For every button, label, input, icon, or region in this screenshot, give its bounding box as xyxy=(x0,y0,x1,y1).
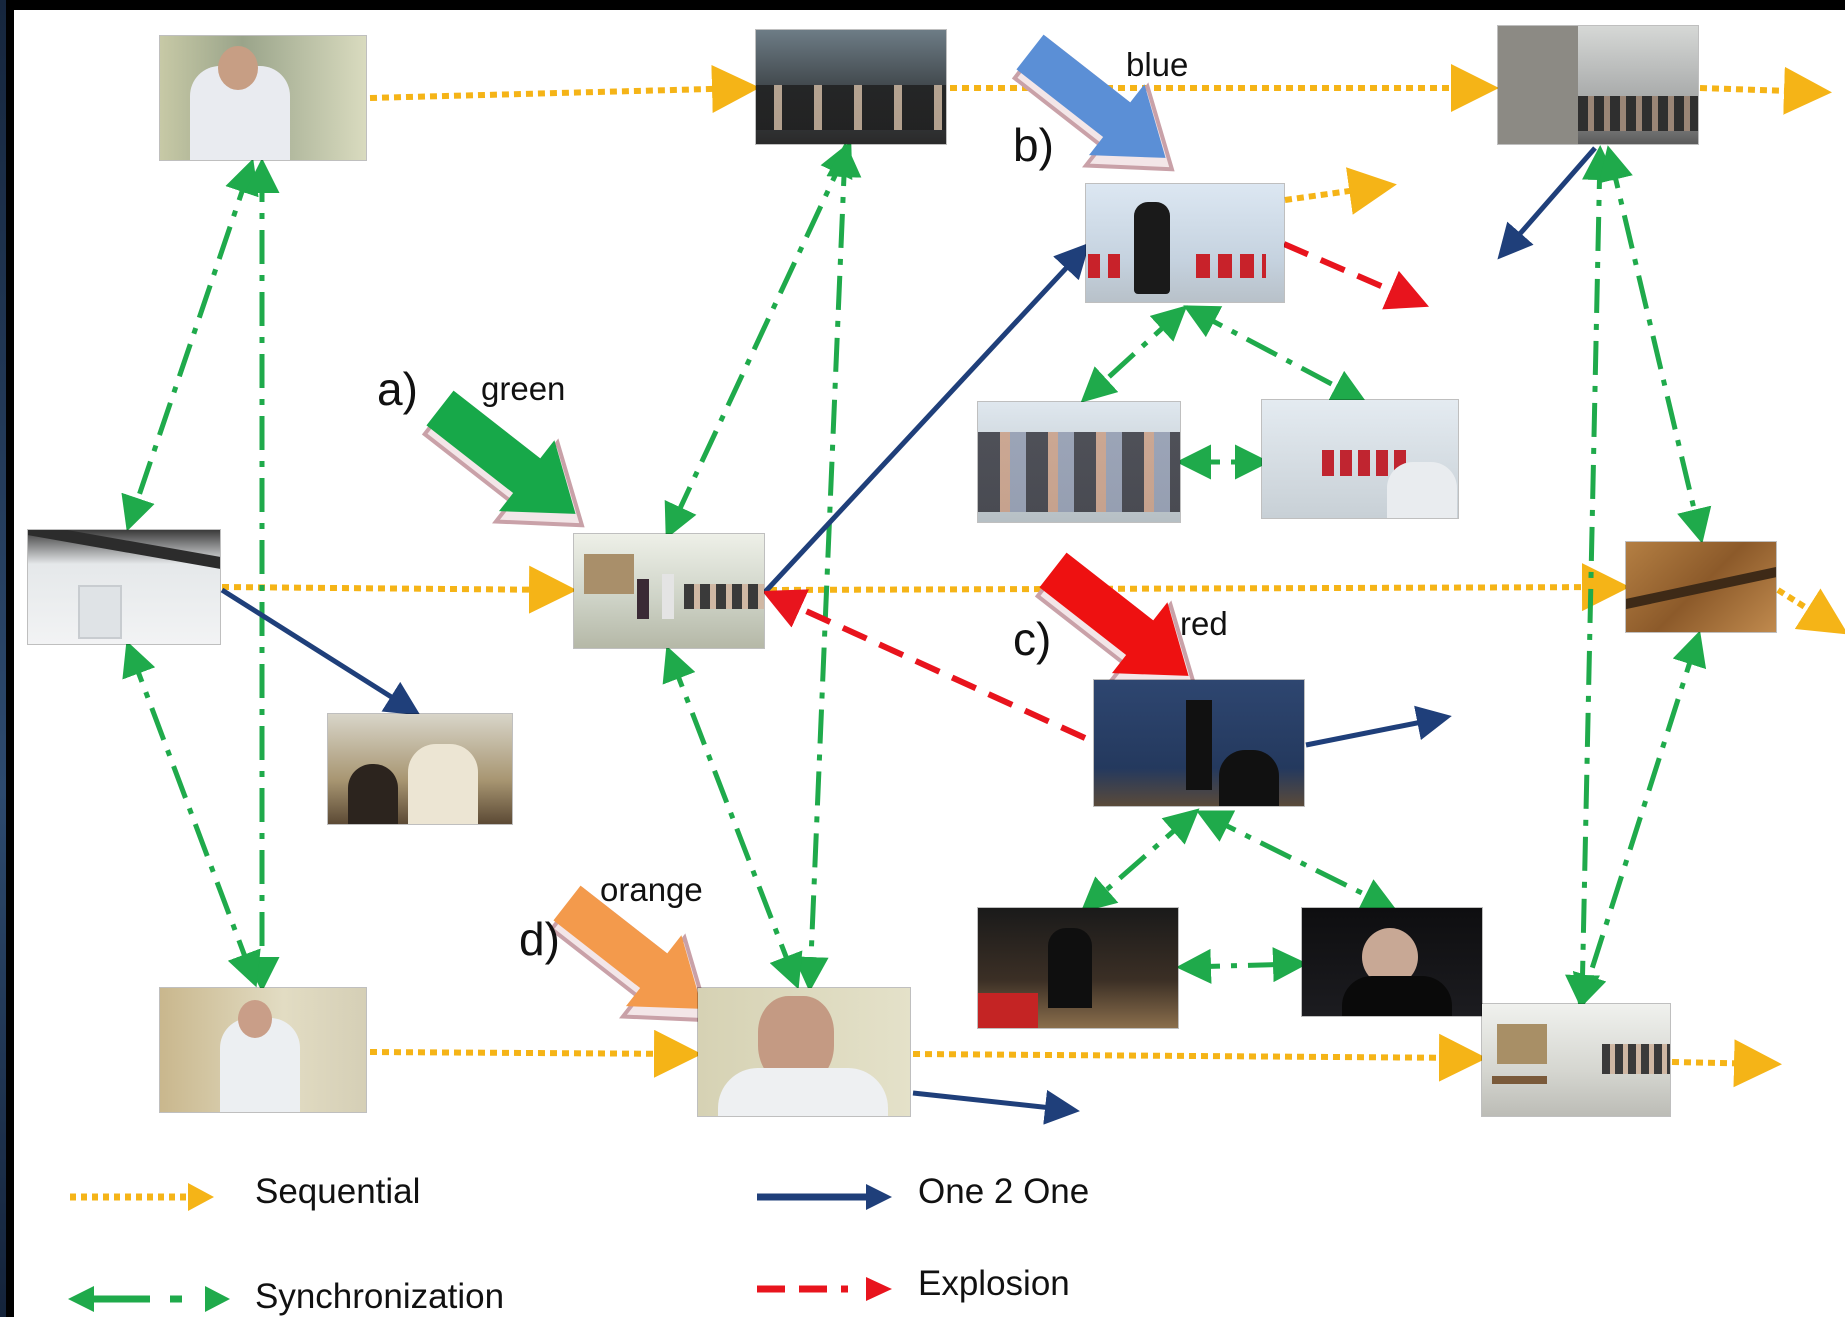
legend-one2one-icon xyxy=(757,1184,892,1210)
legend-label-explosion: Explosion xyxy=(918,1264,1070,1303)
video-frame-man-thinking xyxy=(698,988,910,1116)
video-frame-man-by-wall xyxy=(160,988,366,1112)
legend-explosion-icon xyxy=(757,1277,892,1301)
video-frame-room-chairs xyxy=(1262,400,1458,518)
green-pointer-arrow xyxy=(421,390,585,528)
panel-label-c: c) xyxy=(1013,613,1052,665)
video-frame-two-people xyxy=(328,714,512,824)
legend-sequential-icon xyxy=(70,1183,214,1211)
video-frame-speaker-blue xyxy=(1086,184,1284,302)
orange-pointer-arrow xyxy=(548,885,712,1023)
video-frame-stage-dark xyxy=(978,908,1178,1028)
legend-synchronization-icon xyxy=(68,1286,230,1312)
video-frame-audience-2 xyxy=(978,402,1180,522)
video-frame-stage-wide xyxy=(574,534,764,648)
color-name-blue: blue xyxy=(1126,46,1189,83)
legend-label-sequential: Sequential xyxy=(255,1172,421,1211)
legend-label-one2one: One 2 One xyxy=(918,1172,1090,1211)
explosion-links xyxy=(762,241,1430,741)
legend-label-synchronization: Synchronization xyxy=(255,1277,505,1316)
video-frame-wood-ceiling xyxy=(1626,542,1776,632)
blue-pointer-arrow xyxy=(1011,34,1175,172)
video-frame-stage-blue xyxy=(1094,680,1304,806)
panel-label-d: d) xyxy=(519,913,560,965)
color-name-orange: orange xyxy=(600,871,703,908)
panel-label-b: b) xyxy=(1013,119,1054,171)
video-frame-audience-1 xyxy=(756,30,946,144)
video-frame-man-seated-1 xyxy=(160,36,366,160)
video-frame-hall-bench xyxy=(1482,1004,1670,1116)
color-name-red: red xyxy=(1180,605,1228,642)
color-name-green: green xyxy=(481,370,566,407)
video-frame-man-closeup-dark xyxy=(1302,908,1482,1016)
video-frame-room-wide-1 xyxy=(1498,26,1698,144)
one2one-links xyxy=(220,146,1597,1125)
synchronization-links xyxy=(121,140,1712,1010)
panel-label-a: a) xyxy=(377,363,418,415)
video-frame-hall-ceiling xyxy=(28,530,220,644)
